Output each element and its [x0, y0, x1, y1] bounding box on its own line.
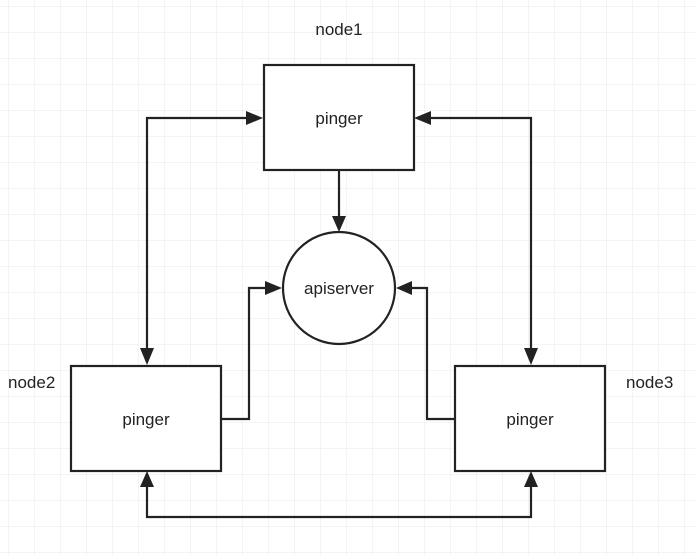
node1-group: node1 pinger: [262, 20, 416, 172]
node1-pinger-box: [262, 63, 416, 172]
apiserver-label: apiserver: [304, 279, 374, 298]
node3-pinger-box: [453, 364, 607, 473]
arrowhead: [332, 216, 346, 232]
node1-pinger-label: pinger: [315, 109, 363, 128]
edge-node2-node3-bidirectional: [140, 471, 538, 519]
edge-node2-to-apiserver: [221, 281, 282, 421]
arrowhead: [524, 348, 538, 365]
apiserver-group: apiserver: [281, 230, 397, 346]
arrowhead: [414, 111, 431, 125]
arrowhead: [140, 348, 154, 365]
arrowhead: [396, 281, 412, 295]
node3-caption: node3: [626, 373, 673, 392]
node2-pinger-box: [69, 364, 223, 473]
edge-node1-node2-bidirectional: [140, 111, 263, 365]
arrowhead: [524, 471, 538, 487]
node2-group: node2 pinger: [8, 364, 223, 473]
edge-node1-node3-bidirectional: [414, 111, 538, 365]
arrowhead: [246, 111, 263, 125]
node1-caption: node1: [315, 20, 362, 39]
apiserver-circle: [281, 230, 397, 346]
node2-caption: node2: [8, 373, 55, 392]
arrowhead: [140, 471, 154, 487]
node2-pinger-label: pinger: [122, 410, 170, 429]
arrowhead: [265, 281, 282, 295]
edge-node3-to-apiserver: [396, 281, 455, 421]
node3-group: node3 pinger: [453, 364, 673, 473]
node3-pinger-label: pinger: [506, 410, 554, 429]
edge-node1-to-apiserver: [332, 170, 346, 232]
